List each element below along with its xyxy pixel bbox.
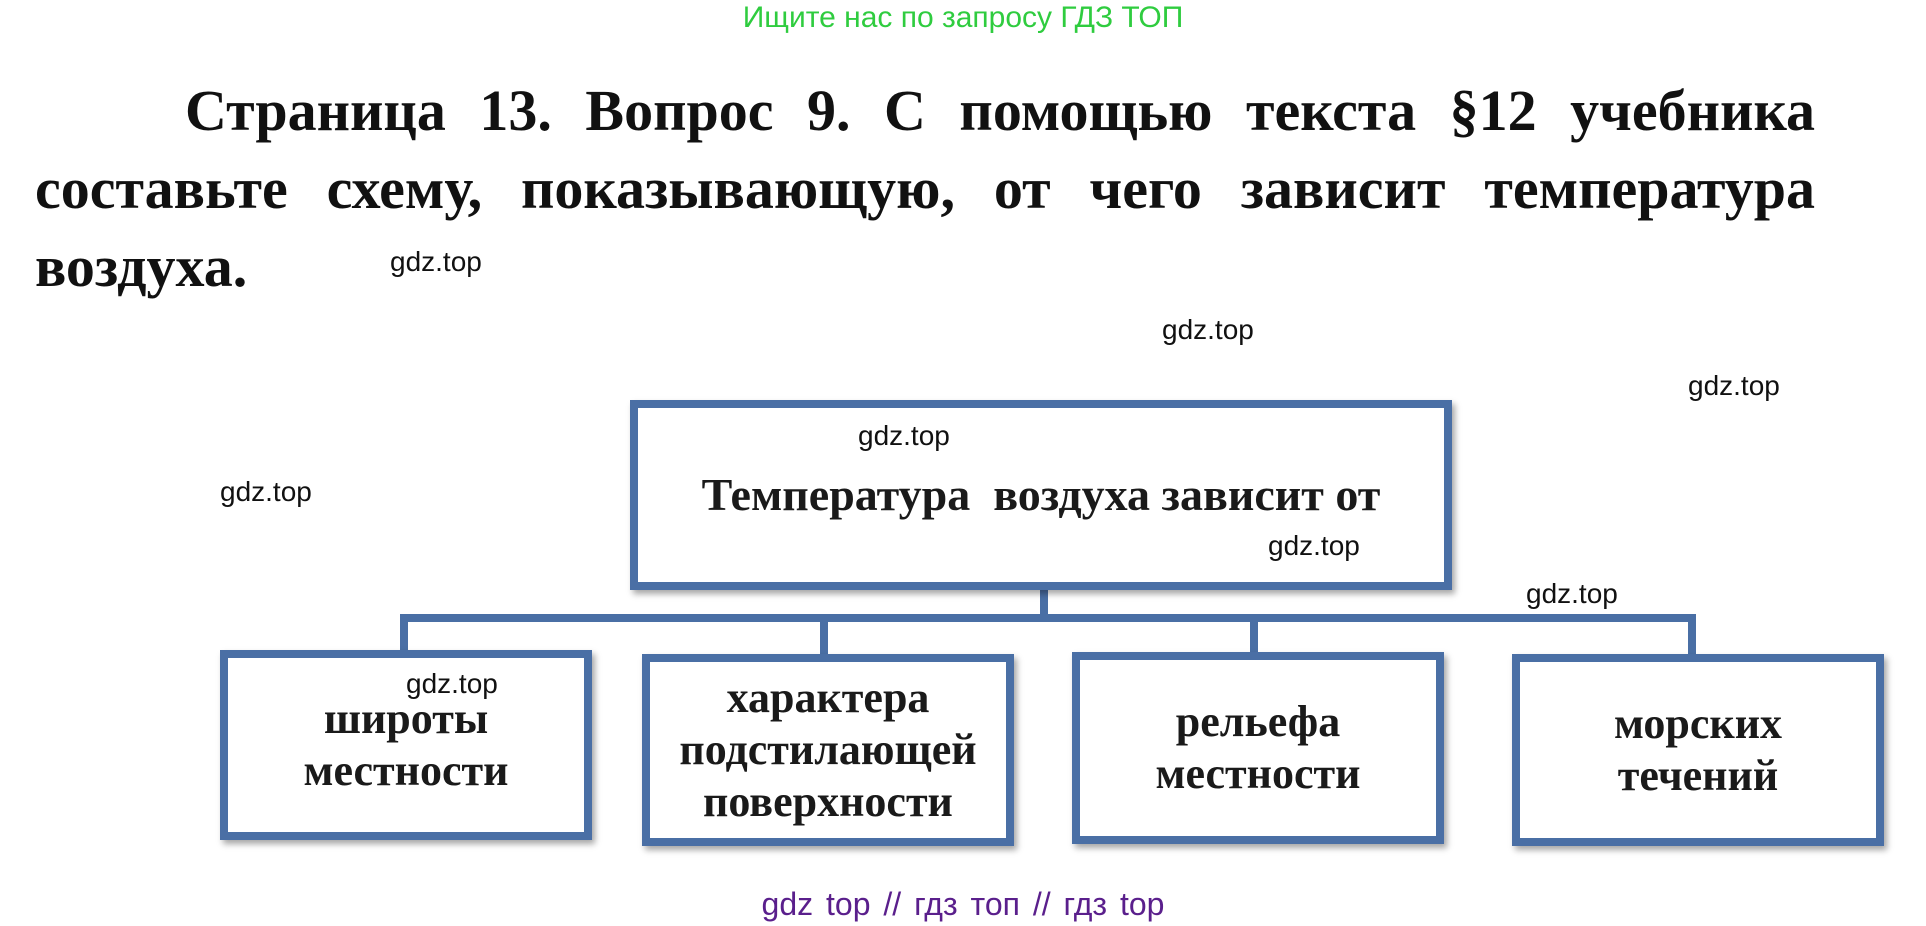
connector-bus — [400, 614, 1692, 622]
diagram-child-box-1: широты местности — [220, 650, 592, 840]
watermark-text: gdz.top — [1688, 370, 1780, 401]
diagram-root-box: Температура воздуха зависит от — [630, 400, 1452, 590]
watermark-text: gdz.top — [858, 420, 950, 451]
watermark-text: gdz.top — [1268, 530, 1360, 561]
question-text: Страница 13. Вопрос 9. С помощью текста … — [35, 72, 1815, 306]
connector-trunk — [1040, 588, 1048, 620]
question-line-1: Страница 13. Вопрос 9. С помощью текста … — [185, 78, 1815, 143]
diagram-root-label: Температура воздуха зависит от — [701, 469, 1381, 520]
connector-drop-3 — [1250, 614, 1258, 656]
diagram-child-label: морских течений — [1613, 699, 1783, 800]
watermark-text: gdz.top — [220, 476, 312, 507]
connector-drop-4 — [1688, 614, 1696, 656]
watermark-text: gdz.top — [1526, 578, 1618, 609]
question-line-2: составьте схему, показывающую, от чего з… — [35, 156, 1815, 221]
diagram-child-label: рельефа местности — [1155, 697, 1361, 798]
connector-drop-2 — [820, 614, 828, 656]
diagram-child-label: характера подстилающей поверхности — [679, 673, 977, 826]
search-hint-banner: Ищите нас по запросу ГДЗ ТОП — [742, 1, 1184, 34]
watermark-text: gdz.top — [406, 668, 498, 699]
diagram-child-box-4: морских течений — [1512, 654, 1884, 846]
watermark-text: gdz.top — [1162, 314, 1254, 345]
footer-watermark: gdz top // гдз топ // гдз top — [761, 886, 1165, 922]
diagram-child-label: широты местности — [303, 694, 509, 795]
question-line-3: воздуха. — [35, 234, 248, 299]
diagram-child-box-3: рельефа местности — [1072, 652, 1444, 844]
connector-drop-1 — [400, 614, 408, 654]
diagram-child-box-2: характера подстилающей поверхности — [642, 654, 1014, 846]
watermark-text: gdz.top — [390, 246, 482, 277]
